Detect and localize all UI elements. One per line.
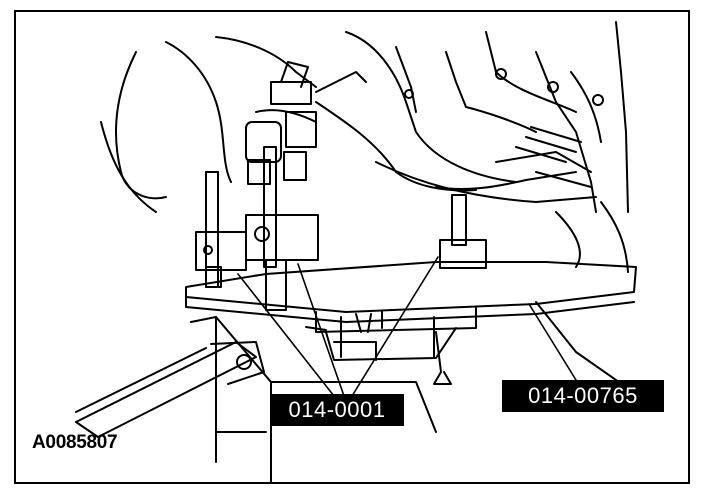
service-illustration: 014-0001 014-00765 A0085807 (14, 10, 690, 484)
line-drawing (75, 21, 637, 482)
leader-lines (237, 256, 577, 397)
support-tool-uprights (195, 146, 487, 311)
callout-label-014-00765: 014-00765 (502, 380, 664, 412)
engine-block-outline (100, 21, 629, 273)
engine-stand (75, 316, 437, 482)
cross-support-beam (185, 261, 637, 388)
callout-label-014-0001: 014-0001 (270, 394, 404, 426)
figure-id-label: A0085807 (32, 432, 118, 453)
